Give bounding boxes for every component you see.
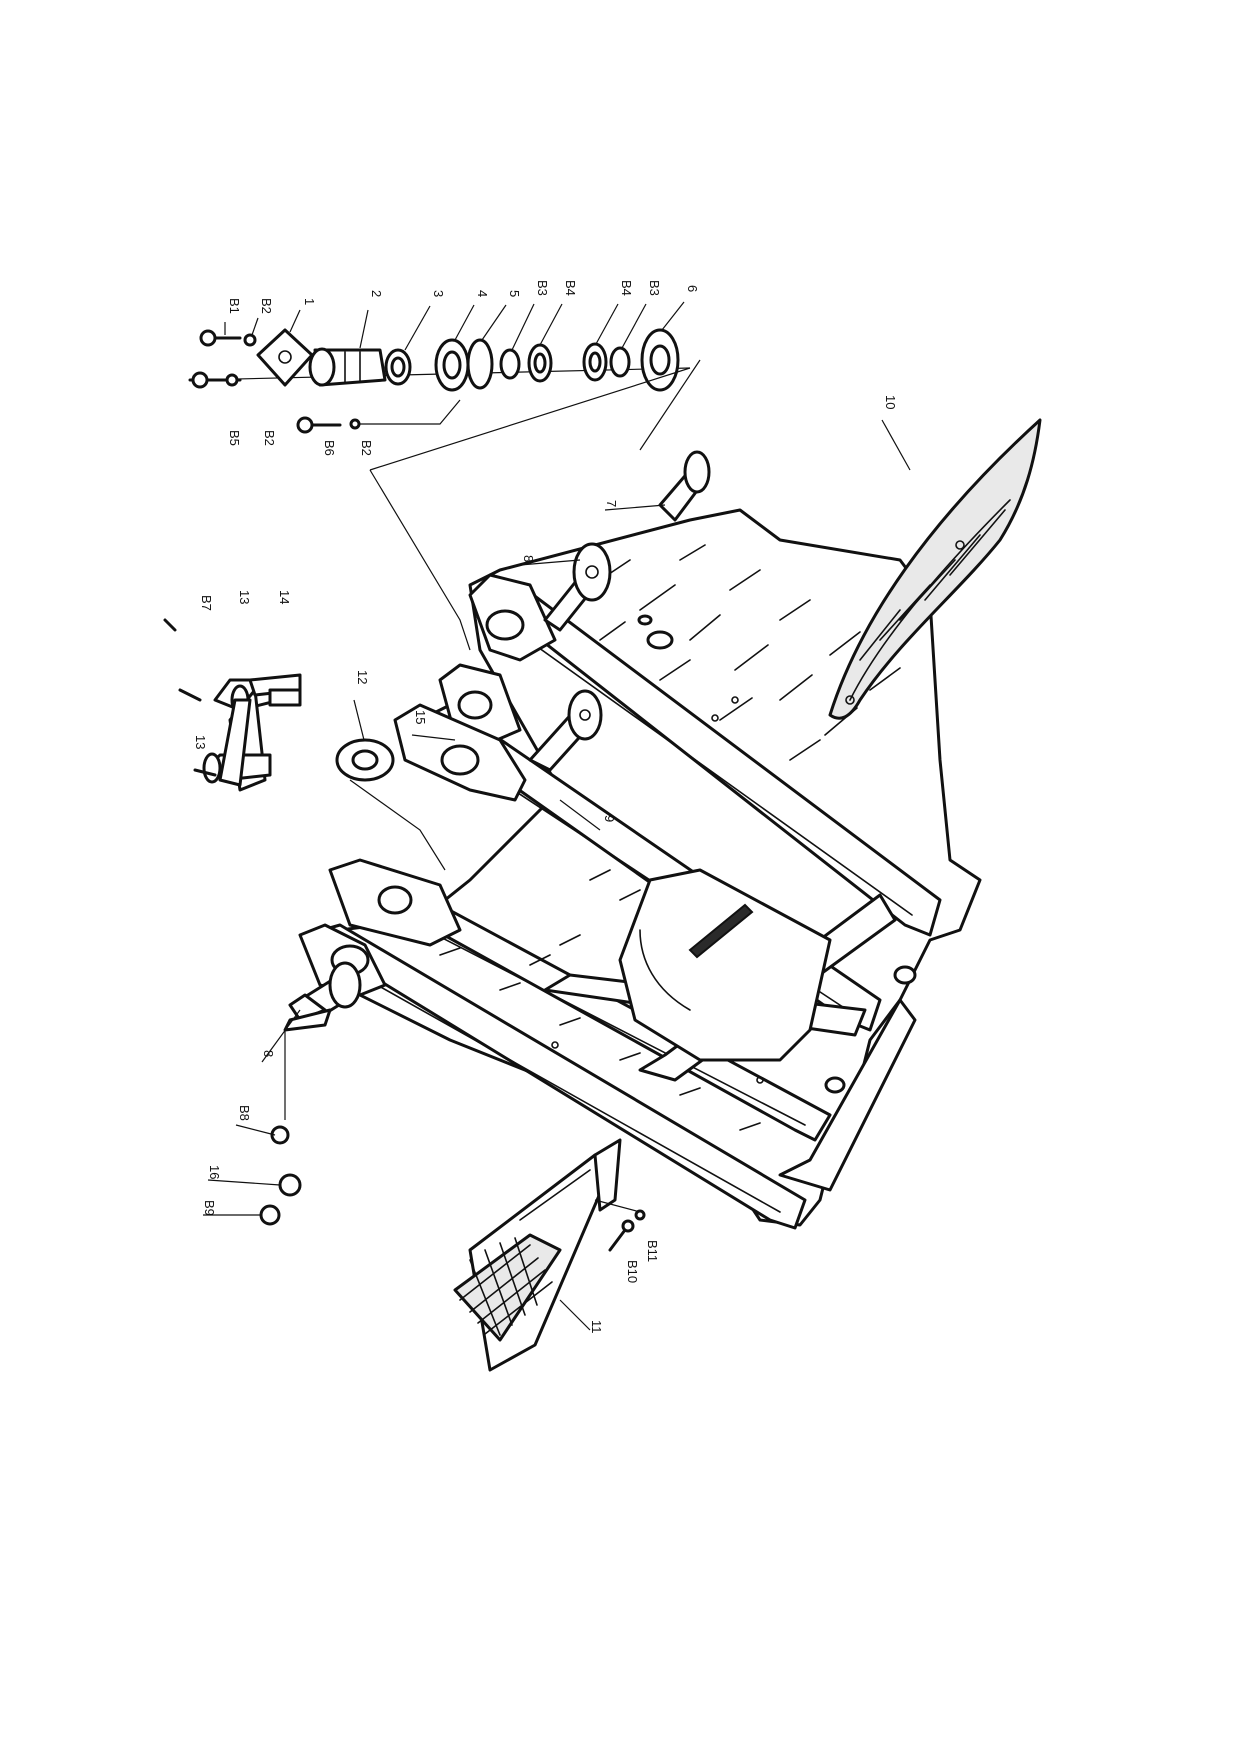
callout-B2: B2 xyxy=(262,430,277,446)
callout-B4: B4 xyxy=(563,280,578,296)
callout-13: 13 xyxy=(193,735,208,749)
callout-B3: B3 xyxy=(647,280,662,296)
callout-1: 1 xyxy=(302,298,317,305)
label-leaders xyxy=(203,301,911,1331)
step-plate-part-11 xyxy=(453,1138,622,1372)
callout-B1: B1 xyxy=(227,298,242,314)
callout-B5: B5 xyxy=(227,430,242,446)
pin-part-9 xyxy=(528,689,603,772)
callout-B6: B6 xyxy=(322,440,337,456)
callout-11: 11 xyxy=(589,1320,604,1334)
callout-9: 9 xyxy=(602,815,617,822)
callout-15: 15 xyxy=(413,710,428,724)
callout-13: 13 xyxy=(237,590,252,604)
callout-7: 7 xyxy=(604,500,619,507)
callout-B9: B9 xyxy=(202,1200,217,1216)
callout-4: 4 xyxy=(475,290,490,297)
washer-part-12 xyxy=(335,738,446,871)
callout-16: 16 xyxy=(207,1165,222,1179)
callout-B3: B3 xyxy=(535,280,550,296)
callout-labels: B1 B2 1 2 3 4 5 B3 B4 B4 B3 6 B5 B2 B6 B… xyxy=(193,280,898,1334)
pins-upper xyxy=(369,359,711,651)
callout-5: 5 xyxy=(507,290,522,297)
callout-8: 8 xyxy=(521,555,536,562)
callout-6: 6 xyxy=(685,285,700,292)
link-assembly xyxy=(163,618,302,792)
fender-part-10 xyxy=(828,418,1042,720)
callout-B4: B4 xyxy=(619,280,634,296)
callout-B2: B2 xyxy=(359,440,374,456)
spindle-assembly xyxy=(188,328,691,434)
callout-B8: B8 xyxy=(237,1105,252,1121)
pin-lower-part-8 xyxy=(259,961,362,1226)
callout-12: 12 xyxy=(355,670,370,684)
callout-B10: B10 xyxy=(625,1260,640,1283)
callout-14: 14 xyxy=(277,590,292,604)
callout-10: 10 xyxy=(883,395,898,409)
callout-3: 3 xyxy=(431,290,446,297)
main-frame xyxy=(298,508,982,1230)
fasteners-b10-b11 xyxy=(594,1199,646,1252)
callout-B7: B7 xyxy=(199,595,214,611)
callout-B11: B11 xyxy=(645,1240,660,1262)
callout-B2: B2 xyxy=(259,298,274,314)
callout-2: 2 xyxy=(369,290,384,297)
